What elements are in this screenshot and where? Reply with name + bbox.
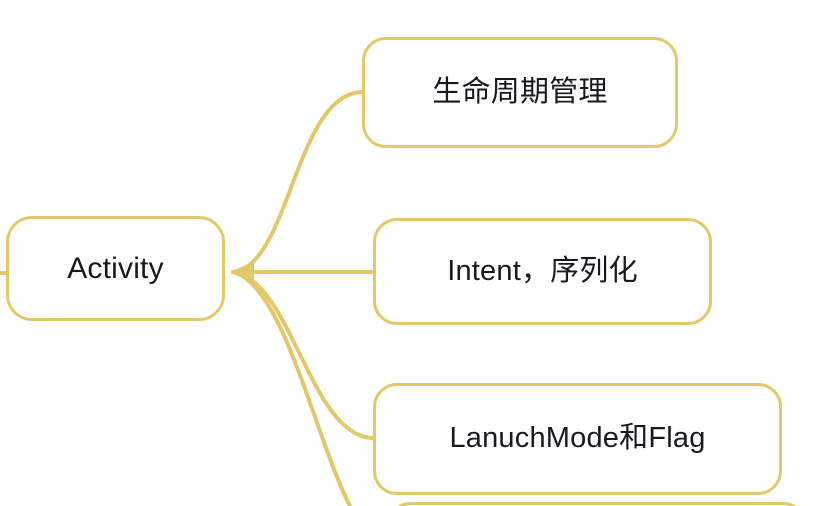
edge-arrowhead <box>231 261 254 283</box>
node-clipped-bottom[interactable] <box>387 502 807 506</box>
node-intent-serialization-label: Intent，序列化 <box>447 254 638 287</box>
edge-root-to-child-3 <box>231 270 353 506</box>
node-launchmode-flag[interactable]: LanuchMode和Flag <box>373 383 782 495</box>
edge-root-to-child-2 <box>231 270 375 440</box>
edge-root-to-child-0 <box>231 90 364 274</box>
node-launchmode-flag-label: LanuchMode和Flag <box>449 422 706 455</box>
node-activity-label: Activity <box>67 252 164 285</box>
node-lifecycle-management[interactable]: 生命周期管理 <box>362 37 678 148</box>
node-activity[interactable]: Activity <box>6 216 225 321</box>
node-intent-serialization[interactable]: Intent，序列化 <box>373 218 712 325</box>
node-lifecycle-management-label: 生命周期管理 <box>432 75 608 108</box>
